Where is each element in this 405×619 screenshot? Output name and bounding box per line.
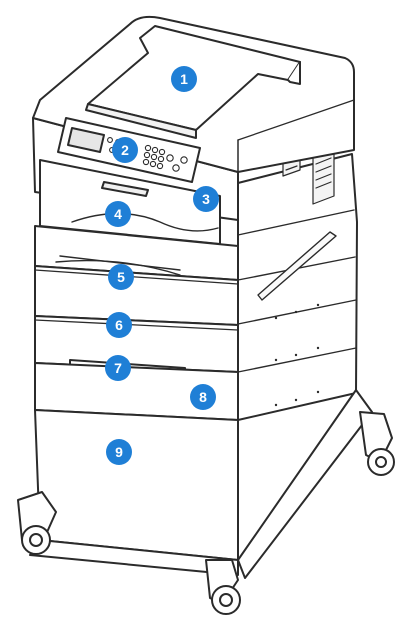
printer-side-panel xyxy=(238,154,357,420)
callout-7: 7 xyxy=(105,355,131,381)
callout-4: 4 xyxy=(105,201,131,227)
callout-2: 2 xyxy=(112,137,138,163)
callout-3: 3 xyxy=(193,186,219,212)
callout-1: 1 xyxy=(171,66,197,92)
callout-9: 9 xyxy=(106,439,132,465)
cabinet-base xyxy=(35,410,238,560)
callout-5: 5 xyxy=(108,264,134,290)
callout-8: 8 xyxy=(190,384,216,410)
callout-6: 6 xyxy=(106,312,132,338)
